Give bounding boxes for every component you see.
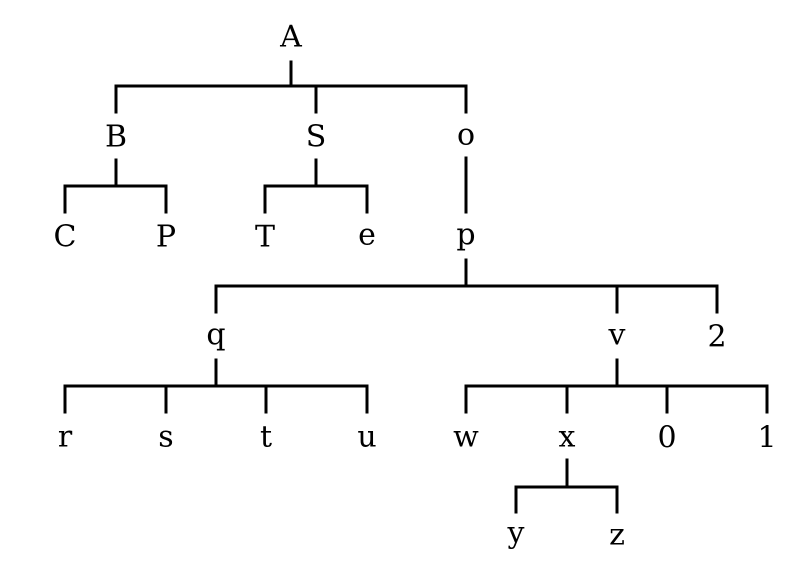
node-z: z — [609, 518, 625, 553]
node-P: P — [156, 220, 176, 255]
edge-p-children — [214, 258, 719, 314]
node-S: S — [306, 120, 327, 155]
tree-edges — [63, 60, 769, 514]
node-p: p — [456, 218, 475, 253]
edge-B-children — [63, 158, 168, 214]
edge-v-children — [464, 358, 769, 414]
edge-x-children — [514, 458, 619, 514]
node-A: A — [279, 20, 302, 55]
node-w: w — [453, 420, 479, 455]
node-1: 1 — [757, 421, 776, 456]
node-v: v — [608, 318, 626, 353]
node-t: t — [260, 420, 272, 455]
node-x: x — [559, 420, 576, 455]
node-T: T — [255, 220, 275, 255]
edge-S-children — [263, 158, 369, 214]
node-r: r — [58, 420, 73, 455]
node-o: o — [457, 118, 475, 153]
node-u: u — [357, 420, 376, 455]
node-C: C — [54, 220, 77, 255]
node-2: 2 — [707, 320, 726, 355]
node-0: 0 — [657, 421, 676, 456]
node-s: s — [158, 420, 173, 455]
node-e: e — [358, 218, 376, 253]
edge-q-children — [63, 358, 369, 414]
node-y: y — [507, 516, 525, 551]
edge-A-children — [114, 60, 468, 114]
node-q: q — [206, 318, 225, 353]
node-B: B — [105, 120, 127, 155]
